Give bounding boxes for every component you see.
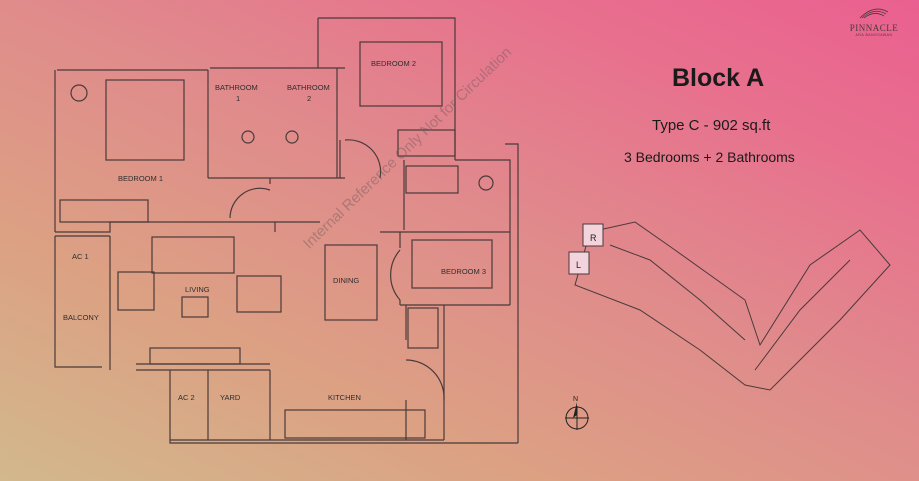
bathroom2-label: BATHROOM — [287, 83, 330, 92]
ac1-label: AC 1 — [72, 252, 89, 261]
living-label: LIVING — [185, 285, 210, 294]
north-label: N — [573, 396, 578, 403]
room-labels: BEDROOM 2 BATHROOM 1 BATHROOM 2 BEDROOM … — [63, 59, 486, 402]
north-arrow-icon — [565, 402, 589, 430]
plan-walls — [54, 17, 519, 444]
key-plan: R L N — [565, 221, 891, 430]
unit-l-highlight — [568, 251, 590, 275]
unit-type: Type C - 902 sq.ft — [652, 117, 771, 134]
rooms-summary: 3 Bedrooms + 2 Bathrooms — [624, 149, 795, 165]
logo-mark-icon — [859, 8, 889, 19]
bathroom1-number: 1 — [236, 94, 240, 103]
unit-r-label: R — [590, 233, 597, 243]
bathroom1-label: BATHROOM — [215, 83, 258, 92]
ac2-label: AC 2 — [178, 393, 195, 402]
logo-subtitle: ARA BANGSAWAN — [855, 33, 893, 37]
logo: PINNACLE ARA BANGSAWAN — [844, 6, 904, 37]
bathroom2-number: 2 — [307, 94, 311, 103]
block-title: Block A — [672, 64, 765, 92]
logo-name: PINNACLE — [849, 23, 899, 33]
unit-l-label: L — [576, 260, 581, 270]
unit-r-highlight — [582, 223, 604, 247]
kitchen-label: KITCHEN — [328, 393, 361, 402]
dining-label: DINING — [333, 276, 359, 285]
yard-label: YARD — [220, 393, 241, 402]
balcony-label: BALCONY — [63, 313, 99, 322]
bedroom3-label: BEDROOM 3 — [441, 267, 486, 276]
bedroom1-label: BEDROOM 1 — [118, 174, 163, 183]
bedroom2-label: BEDROOM 2 — [371, 59, 416, 68]
